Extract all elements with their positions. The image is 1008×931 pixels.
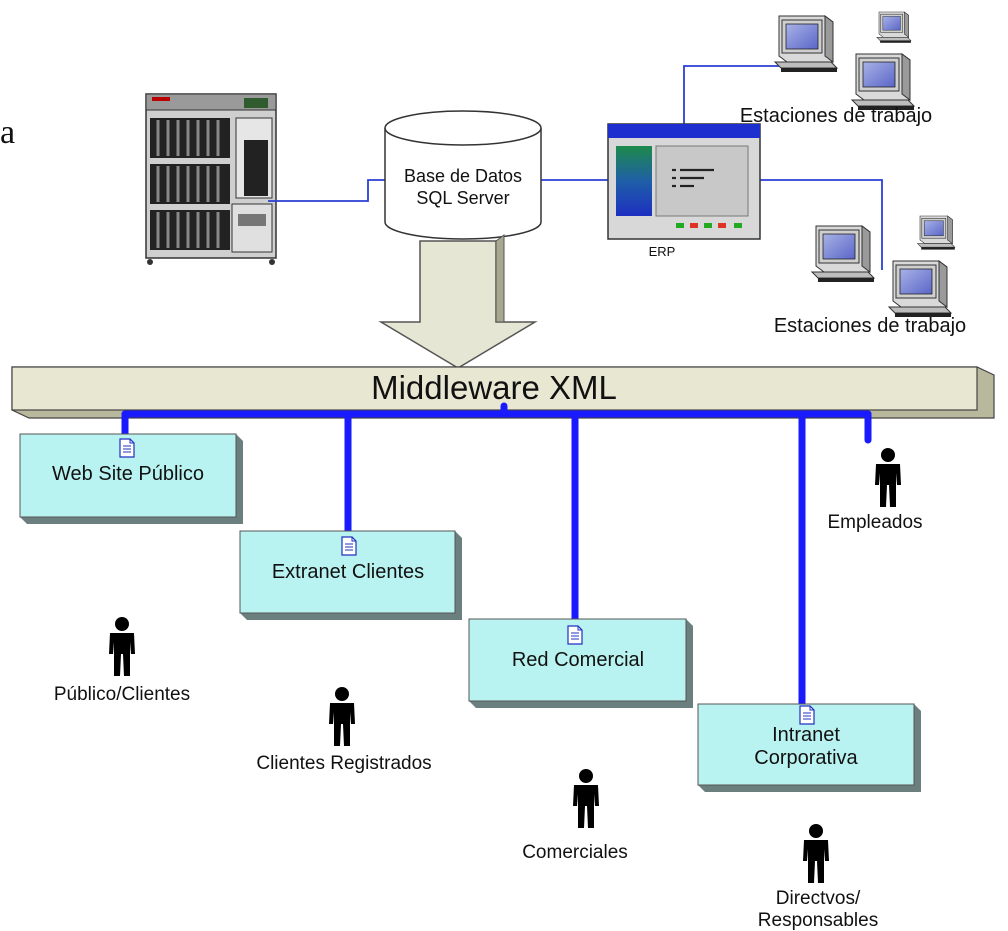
extranet-box: Extranet Clientes <box>239 530 462 620</box>
computer-monitor-icon <box>917 215 956 250</box>
person-icon <box>573 769 599 828</box>
data-links <box>268 65 883 270</box>
computer-monitor-icon <box>851 53 915 111</box>
intranet-label-line1: Intranet <box>772 724 840 746</box>
intranet-label-line2: Corporativa <box>754 747 858 769</box>
computer-monitor-icon <box>774 15 838 73</box>
empleados-label: Empleados <box>827 512 922 533</box>
person-icon <box>803 824 829 883</box>
red-comercial-box: Red Comercial <box>468 618 693 708</box>
middleware-bar: Middleware XML <box>11 366 995 419</box>
middleware-label: Middleware XML <box>371 369 617 406</box>
workstations-right-group <box>811 215 956 318</box>
workstations-right-label: Estaciones de trabajo <box>774 315 966 337</box>
clientes-registrados-label: Clientes Registrados <box>256 753 431 774</box>
down-arrow <box>378 240 538 369</box>
person-icon <box>109 617 135 676</box>
person-icon <box>875 448 901 507</box>
computer-monitor-icon <box>811 225 875 283</box>
document-icon <box>567 625 583 645</box>
document-icon <box>799 705 815 725</box>
workstations-top-label: Estaciones de trabajo <box>740 105 932 127</box>
erp-application-icon <box>607 123 761 240</box>
erp-label: ERP <box>649 244 676 259</box>
directivos-label-line2: Responsables <box>758 910 878 931</box>
document-icon <box>119 438 135 458</box>
database-cylinder-icon: Base de Datos SQL Server <box>384 110 542 240</box>
computer-monitor-icon <box>876 11 912 44</box>
text-fragment: a <box>0 114 15 151</box>
web-site-label: Web Site Público <box>52 463 204 485</box>
server-rack-icon <box>145 93 277 265</box>
extranet-label: Extranet Clientes <box>272 561 424 583</box>
document-icon <box>341 536 357 556</box>
directivos-label-line1: Directvos/ <box>776 888 861 909</box>
computer-monitor-icon <box>888 260 952 318</box>
person-icon <box>329 687 355 746</box>
intranet-box: Intranet Corporativa <box>697 703 921 792</box>
network-bus <box>121 402 872 714</box>
database-label-line1: Base de Datos <box>404 166 522 186</box>
workstations-top-group <box>774 11 915 111</box>
database-label-line2: SQL Server <box>416 188 509 208</box>
comerciales-label: Comerciales <box>522 842 628 863</box>
red-comercial-label: Red Comercial <box>512 649 644 671</box>
web-site-box: Web Site Público <box>19 433 243 524</box>
publico-label: Público/Clientes <box>54 684 190 705</box>
